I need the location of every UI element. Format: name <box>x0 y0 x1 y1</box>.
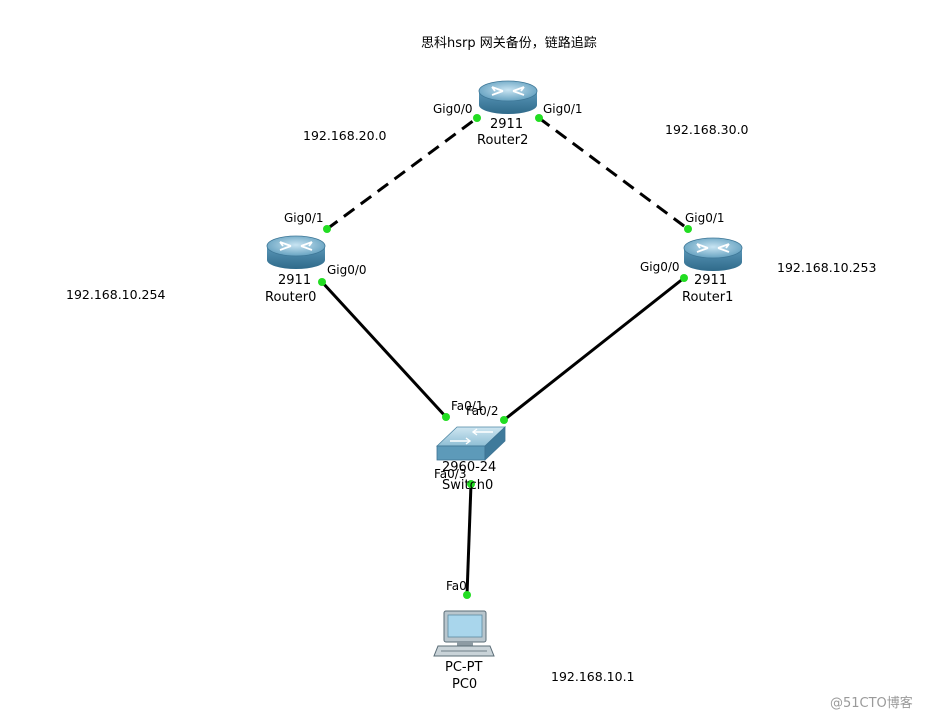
port-label-switch0-fa01: Fa0/1 <box>451 399 484 413</box>
link-router1-switch0 <box>503 276 685 422</box>
pc0-name: PC0 <box>452 677 478 692</box>
ip-label-router1: 192.168.10.253 <box>777 260 877 275</box>
router1-model: 2911 <box>694 273 728 288</box>
link-router2-router1 <box>538 116 689 231</box>
port-dot-pc0-fa0 <box>463 591 471 599</box>
port-label-router0-gig01: Gig0/1 <box>284 211 324 225</box>
link-switch0-pc0 <box>465 483 473 596</box>
ip-label-pc0: 192.168.10.1 <box>551 669 635 684</box>
network-label-20: 192.168.20.0 <box>303 128 387 143</box>
port-label-router1-gig00: Gig0/0 <box>640 260 680 274</box>
router1-icon[interactable] <box>683 237 743 272</box>
router2-model: 2911 <box>490 117 524 132</box>
network-label-30: 192.168.30.0 <box>665 122 749 137</box>
port-dot-switch0-fa03 <box>467 480 475 488</box>
switch0-icon[interactable] <box>435 426 507 461</box>
router0-icon[interactable] <box>266 235 326 270</box>
diagram-title: 思科hsrp 网关备份，链路追踪 <box>421 36 597 51</box>
port-dot-router1-gig00 <box>680 274 688 282</box>
port-label-pc0-fa0: Fa0 <box>446 579 467 593</box>
switch0-name: Switch0 <box>442 478 494 493</box>
pc0-model: PC-PT <box>445 660 483 675</box>
port-label-router2-gig01: Gig0/1 <box>543 102 583 116</box>
link-router0-router2 <box>326 116 478 231</box>
port-dot-switch0-fa02 <box>500 416 508 424</box>
port-dot-router0-gig01 <box>323 225 331 233</box>
router1-name: Router1 <box>682 290 734 305</box>
port-label-switch0-fa02: Fa0/2 <box>466 404 499 418</box>
port-dot-router2-gig01 <box>535 114 543 122</box>
port-dot-router1-gig01 <box>684 225 692 233</box>
link-router0-switch0 <box>320 280 448 419</box>
ip-label-router0: 192.168.10.254 <box>66 287 166 302</box>
port-dot-router2-gig00 <box>473 114 481 122</box>
router0-model: 2911 <box>278 273 312 288</box>
watermark: @51CTO博客 <box>830 696 913 711</box>
switch0-model: 2960-24 <box>442 460 497 475</box>
port-dot-switch0-fa01 <box>442 413 450 421</box>
port-dot-router0-gig00 <box>318 278 326 286</box>
pc0-icon[interactable] <box>433 610 495 657</box>
port-label-switch0-fa03: Fa0/3 <box>434 467 467 481</box>
router0-name: Router0 <box>265 290 317 305</box>
port-label-router2-gig00: Gig0/0 <box>433 102 473 116</box>
port-label-router1-gig01: Gig0/1 <box>685 211 725 225</box>
port-label-router0-gig00: Gig0/0 <box>327 263 367 277</box>
router2-name: Router2 <box>477 133 529 148</box>
router2-icon[interactable] <box>478 80 538 115</box>
